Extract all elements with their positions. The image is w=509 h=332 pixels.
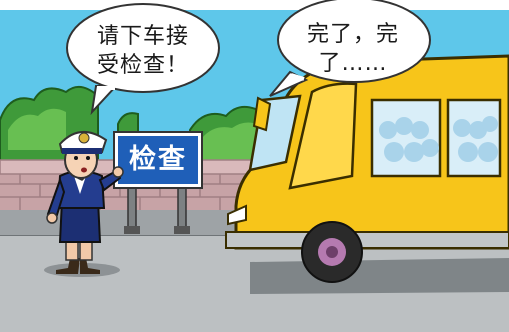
speech-bubble-left xyxy=(66,3,220,116)
speech-text-left: 请下车接 受检查！ xyxy=(96,24,189,78)
school-bus xyxy=(225,54,509,283)
speech-bubble-right xyxy=(269,0,431,97)
speech-text-right: 完了，完 了…… xyxy=(306,22,399,76)
sign-label: 检查 xyxy=(129,144,187,175)
traffic-officer xyxy=(46,131,124,274)
road-shadow xyxy=(250,258,509,294)
inspection-sign xyxy=(113,131,203,234)
